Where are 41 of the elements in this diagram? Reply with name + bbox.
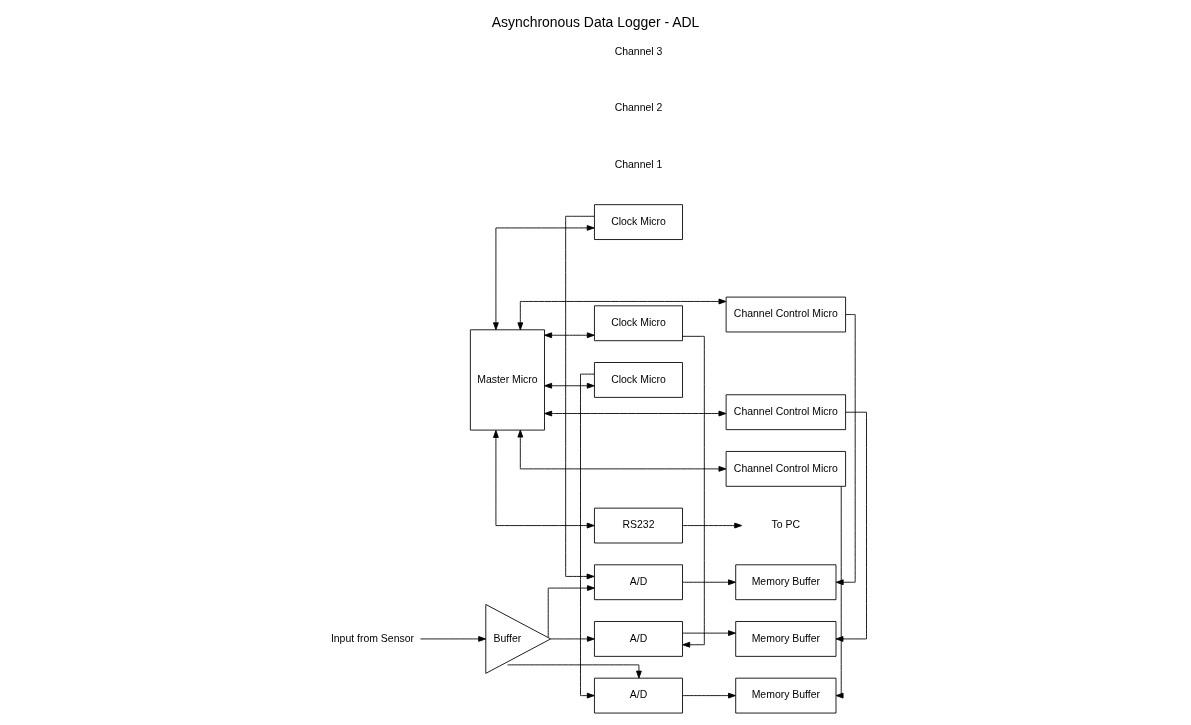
node-box: Clock Micro — [594, 305, 683, 342]
arrow — [682, 335, 705, 648]
arrow — [493, 430, 595, 529]
arrow — [550, 636, 595, 642]
node-box: Master Micro — [469, 329, 545, 431]
arrow — [507, 664, 642, 679]
node-text: Input from Sensor — [330, 632, 414, 644]
node-box: Clock Micro — [594, 204, 683, 240]
arrow — [835, 411, 867, 642]
node-box: Memory Buffer — [735, 564, 837, 601]
arrow — [493, 225, 595, 331]
node-box: Clock Micro — [594, 362, 683, 398]
label: Channel 3 — [614, 45, 663, 57]
arrow — [544, 410, 727, 417]
arrow — [547, 585, 595, 638]
node-box: Channel Control Micro — [725, 451, 846, 487]
arrow — [517, 298, 727, 331]
node-box: A/D — [594, 564, 683, 601]
arrow — [420, 636, 487, 642]
node-box: A/D — [594, 677, 683, 714]
node-box: Memory Buffer — [735, 677, 837, 714]
node-box: A/D — [594, 621, 683, 657]
label: Channel 2 — [614, 102, 663, 114]
arrow — [565, 215, 595, 580]
arrow — [580, 373, 595, 699]
node-box: Memory Buffer — [735, 621, 837, 657]
arrow — [682, 692, 736, 699]
node-text: To PC — [771, 519, 801, 531]
arrow — [682, 579, 736, 586]
label: Channel 1 — [614, 159, 663, 171]
arrow — [682, 522, 743, 529]
diagram-title: Asynchronous Data Logger - ADL — [491, 13, 700, 30]
node-box: Channel Control Micro — [725, 394, 846, 431]
node-box: Channel Control Micro — [725, 296, 846, 333]
arrow — [517, 429, 727, 472]
arrow — [544, 332, 595, 339]
node-box: RS232 — [594, 507, 683, 544]
arrow — [682, 630, 736, 636]
arrow — [835, 486, 844, 699]
arrow — [544, 382, 595, 389]
arrow — [835, 314, 856, 586]
